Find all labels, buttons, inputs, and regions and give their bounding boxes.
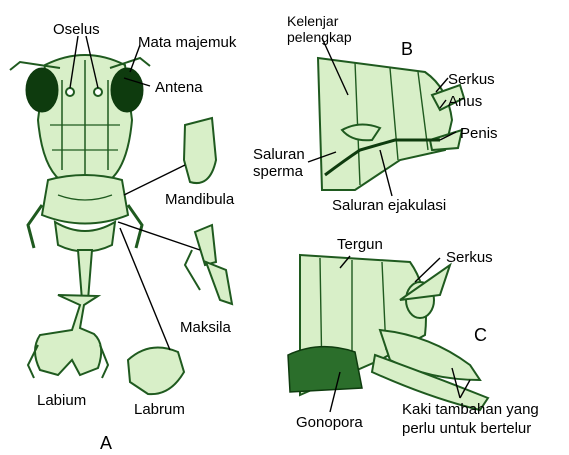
label-labrum: Labrum <box>134 402 185 417</box>
label-kelenjar-2: pelengkap <box>287 30 352 44</box>
label-kelenjar-1: Kelenjar <box>287 14 338 28</box>
label-mandibula: Mandibula <box>165 192 234 207</box>
label-serkus-b: Serkus <box>448 72 495 87</box>
label-antena: Antena <box>155 80 203 95</box>
labrum-illustration <box>128 348 184 395</box>
panel-label-c: C <box>474 326 487 344</box>
labium-illustration <box>28 295 108 378</box>
label-tergun: Tergun <box>337 237 383 252</box>
label-serkus-c: Serkus <box>446 250 493 265</box>
label-gonopora: Gonopora <box>296 415 363 430</box>
compound-eye-right <box>111 68 143 112</box>
compound-eye-left <box>26 68 58 112</box>
label-kaki-tambahan-2: perlu untuk bertelur <box>402 421 531 436</box>
label-anus: Anus <box>448 94 482 109</box>
label-maksila: Maksila <box>180 320 231 335</box>
label-saluran-sperma-1: Saluran <box>253 147 305 162</box>
label-labium: Labium <box>37 393 86 408</box>
panel-label-b: B <box>401 40 413 58</box>
gonopore-band <box>288 347 362 392</box>
mandibula-illustration <box>184 118 216 183</box>
label-mata-majemuk: Mata majemuk <box>138 35 236 50</box>
panel-label-a: A <box>100 434 112 452</box>
maksila-illustration <box>185 225 232 304</box>
label-oselus: Oselus <box>53 22 100 37</box>
label-penis: Penis <box>460 126 498 141</box>
label-kaki-tambahan-1: Kaki tambahan yang <box>402 402 539 417</box>
label-saluran-sperma-2: sperma <box>253 164 303 179</box>
label-saluran-ejakulasi: Saluran ejakulasi <box>332 198 446 213</box>
